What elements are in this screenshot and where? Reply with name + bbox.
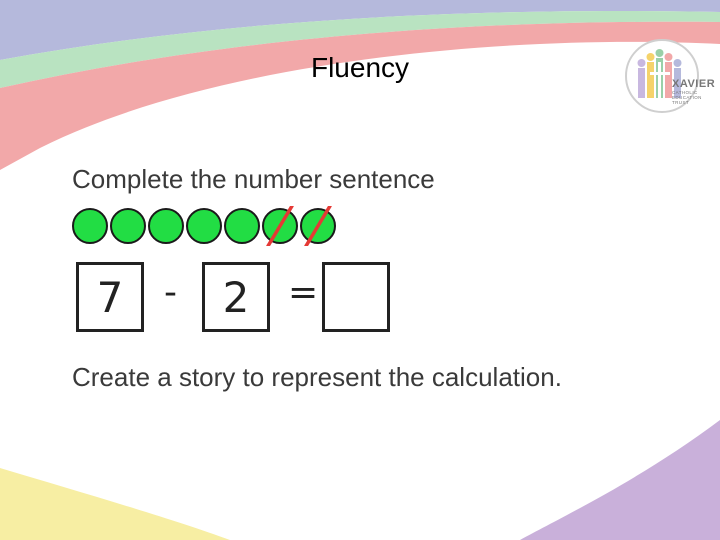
second-number-box: 2: [202, 262, 270, 332]
logo-name: XAVIER: [672, 78, 716, 90]
cross-out-line: [304, 206, 332, 246]
counter-circle: [148, 208, 184, 244]
counter-circle: [72, 208, 108, 244]
bottom-wave-yellow: [0, 468, 230, 540]
logo-subtitle-line: TRUST: [672, 100, 689, 105]
equals-sign: =: [288, 272, 319, 313]
instruction-heading: Complete the number sentence: [72, 164, 435, 194]
counter-circle: [224, 208, 260, 244]
top-wave-pink: [0, 21, 720, 170]
slide-title: Fluency: [310, 52, 410, 83]
logo-subtitle-line: CATHOLIC: [672, 90, 698, 95]
logo-subtitle-line: EDUCATION: [672, 95, 702, 100]
top-wave-blue: [0, 0, 720, 60]
xavier-logo: [624, 38, 716, 114]
logo-emblem-icon: [625, 39, 699, 113]
story-prompt: Create a story to represent the calculat…: [72, 362, 562, 392]
counter-circle: [110, 208, 146, 244]
number-sentence: 7 - 2 =: [72, 262, 402, 338]
counters-row: [72, 206, 336, 246]
cross-out-line: [266, 206, 294, 246]
answer-box[interactable]: [322, 262, 390, 332]
logo-wordmark: XAVIER CATHOLIC EDUCATION TRUST: [672, 78, 715, 105]
first-number-box: 7: [76, 262, 144, 332]
minus-sign: -: [164, 272, 177, 313]
counter-circle: [186, 208, 222, 244]
top-wave-green: [0, 10, 720, 88]
bottom-wave-purple: [520, 420, 720, 540]
